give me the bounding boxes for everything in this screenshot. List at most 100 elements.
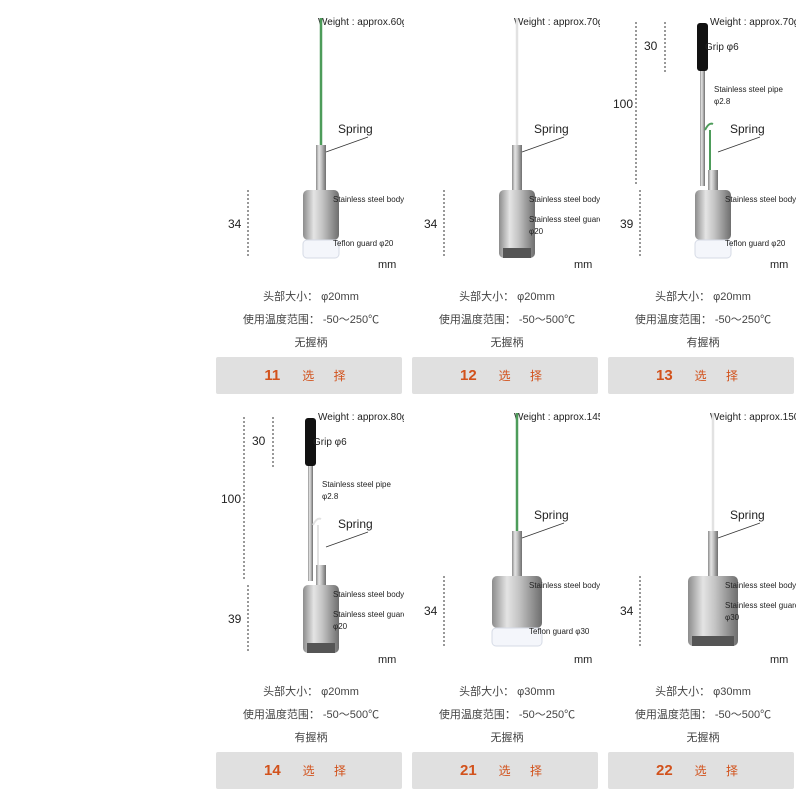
guard-diameter-label: φ20 [333,622,348,631]
unit-mm: mm [574,259,592,271]
dimension-main: 100 [221,492,241,506]
grip [697,23,708,71]
unit-mm: mm [770,259,788,271]
body-label: Stainless steel body [725,195,796,204]
grip-label: Grip φ6 [313,437,347,448]
weight-label: Weight : approx.70g [514,17,600,28]
probe-body [499,190,535,258]
select-button-14[interactable]: 14 选 择 [216,752,402,789]
stem [708,170,718,190]
guard-diameter-label: φ20 [529,227,544,236]
unit-mm: mm [378,654,396,666]
guard-label: Teflon guard φ20 [725,239,786,248]
temperature-range-text: 使用温度范围： -50～250℃ [242,314,380,326]
weight-label: Weight : approx.60g [318,17,404,28]
dimension-body: 34 [228,217,242,231]
probe-body [695,190,731,240]
handle-text: 无握柄 [490,732,524,744]
teflon-guard [694,239,732,259]
guard-diameter-label: φ30 [725,613,740,622]
unit-mm: mm [574,654,592,666]
head-size-text: 头部大小： φ30mm [459,686,555,698]
temperature-range-text: 使用温度范围： -50～500℃ [438,314,576,326]
pipe-diameter-label: φ2.8 [714,97,731,106]
guard-label: Stainless steel guard [333,610,404,619]
model-number: 22 [655,762,673,779]
handle-text: 无握柄 [294,337,328,349]
spring-label: Spring [534,122,569,136]
spring-label: Spring [730,122,765,136]
weight-label: Weight : approx.150g [710,412,796,423]
dimension-body: 34 [620,604,634,618]
stem [512,145,522,190]
spring-leader [521,522,565,539]
spring-label: Spring [730,508,765,522]
probe-body [492,576,542,628]
guard-label: Teflon guard φ30 [529,627,590,636]
body-label: Stainless steel body [529,581,600,590]
select-button-13[interactable]: 13 选 择 [608,357,794,394]
model-number: 14 [263,762,281,779]
model-number: 21 [459,762,477,779]
steel-guard-slot [307,643,335,653]
handle-text: 有握柄 [294,732,328,744]
handle-text: 无握柄 [490,337,524,349]
select-label: 选 择 [694,764,747,778]
body-label: Stainless steel body [725,581,796,590]
handle-text: 有握柄 [686,337,720,349]
weight-label: Weight : approx.80g [318,412,404,423]
spring-leader [717,136,761,153]
spring-label: Spring [338,122,373,136]
model-number: 12 [459,367,477,384]
cable-tail [312,517,322,526]
select-label: 选 择 [694,369,747,383]
spring-leader [717,522,761,539]
body-label: Stainless steel body [529,195,600,204]
spring-leader [521,136,565,153]
dimension-body: 34 [424,604,438,618]
teflon-guard [491,627,543,647]
spring-label: Spring [338,517,373,531]
pipe-label: Stainless steel pipe [322,480,391,489]
guard-label: Teflon guard φ20 [333,239,394,248]
steel-pipe [700,71,705,186]
grip-label: Grip φ6 [705,42,739,53]
temperature-range-text: 使用温度范围： -50～250℃ [634,314,772,326]
teflon-guard [302,239,340,259]
weight-label: Weight : approx.145g [514,412,600,423]
dimension-body: 39 [620,217,634,231]
weight-label: Weight : approx.70g [710,17,796,28]
guard-label: Stainless steel guard [529,215,600,224]
pipe-label: Stainless steel pipe [714,85,783,94]
probe-body [303,190,339,240]
dimension-grip: 30 [644,39,658,53]
probe-body [688,576,738,646]
model-number: 13 [655,367,673,384]
steel-pipe [308,466,313,581]
temperature-range-text: 使用温度范围： -50～500℃ [242,709,380,721]
head-size-text: 头部大小： φ30mm [655,686,751,698]
probe-body [303,585,339,653]
select-label: 选 择 [302,764,355,778]
select-button-22[interactable]: 22 选 择 [608,752,794,789]
stem [316,145,326,190]
spring-leader [325,136,369,153]
dimension-main: 100 [613,97,633,111]
handle-text: 无握柄 [686,732,720,744]
dimension-grip: 30 [252,434,266,448]
steel-guard-slot [503,248,531,258]
head-size-text: 头部大小： φ20mm [655,291,751,303]
model-number: 11 [264,367,281,384]
